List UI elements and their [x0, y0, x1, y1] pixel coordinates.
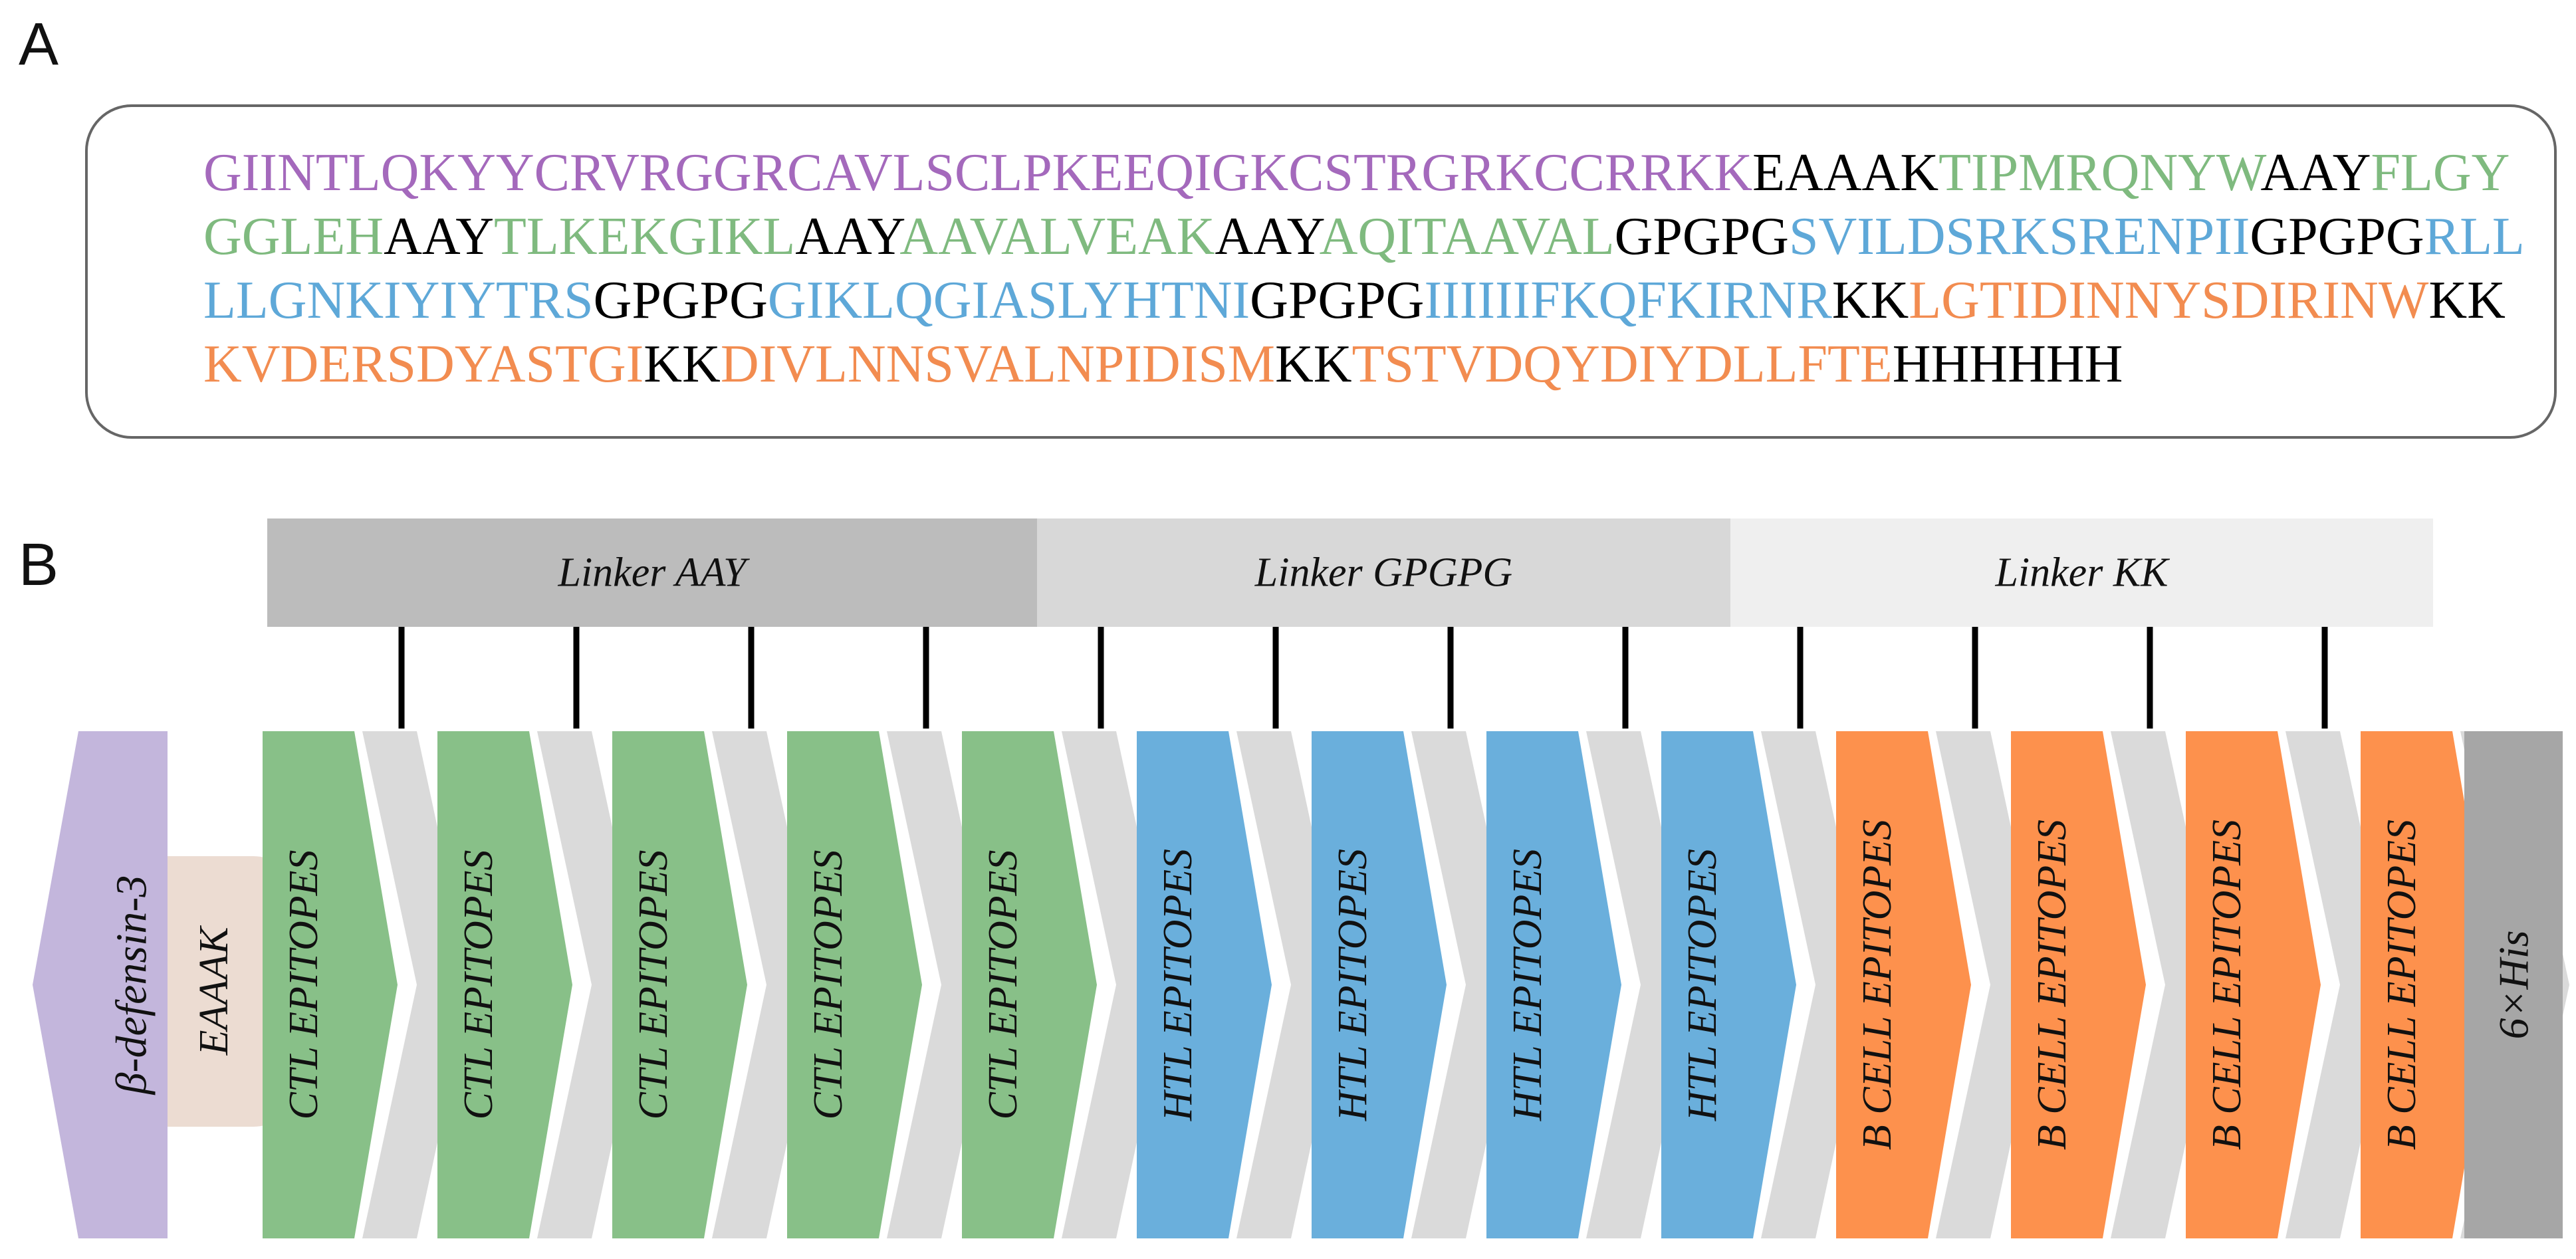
epitope-label: B CELL EPITOPES: [2379, 820, 2424, 1150]
sequence-segment: AAY: [795, 207, 900, 266]
panel-b-label: B: [19, 532, 59, 598]
sequence-box: [85, 104, 2557, 439]
sequence-segment: DIVLNNSVALNPIDISM: [720, 335, 1275, 394]
epitope-block: [1661, 731, 1796, 1238]
sequence-segment: TSTVDQYDIYDLLFTE: [1351, 335, 1893, 394]
epitope-label: CTL EPITOPES: [281, 850, 326, 1120]
epitope-block: [263, 731, 398, 1238]
epitope-label: B CELL EPITOPES: [1855, 820, 1900, 1150]
epitope-block: [787, 731, 922, 1238]
adjuvant-label: β-defensin-3: [108, 875, 156, 1096]
sequence-segment: TIPMRQNYW: [1938, 144, 2261, 202]
epitope-block: [962, 731, 1097, 1238]
epitope-label: HTL EPITOPES: [1155, 849, 1201, 1121]
epitope-block: [1486, 731, 1621, 1238]
sequence-segment: KK: [644, 335, 721, 394]
sequence-line: KVDERSDYASTGIKKDIVLNNSVALNPIDISMKKTSTVDQ…: [203, 332, 2525, 396]
sequence-segment: GPGPG: [2250, 207, 2424, 266]
his-tag-block: [2464, 731, 2563, 1238]
epitope-block: [1312, 731, 1447, 1238]
sequence-segment: AAY: [384, 207, 495, 266]
linker-header-segment: [1037, 518, 1730, 627]
sequence-segment: GPGPG: [1614, 207, 1789, 266]
sequence-segment: TLKEKGIKL: [494, 207, 796, 266]
epitope-block: [2186, 731, 2321, 1238]
epitope-label: CTL EPITOPES: [806, 850, 851, 1120]
sequence-segment: LGTIDINNYSDIRINW: [1909, 271, 2429, 330]
epitope-block: [612, 731, 747, 1238]
sequence-line: GGLEHAAYTLKEKGIKLAAYAAVALVEAKAAYAQITAAVA…: [203, 205, 2525, 269]
linker-header-segment: [267, 518, 1037, 627]
sequence-segment: SVILDSRKSRENPII: [1788, 207, 2250, 266]
sequence-segment: KK: [1831, 271, 1909, 330]
epitope-label: B CELL EPITOPES: [2204, 820, 2250, 1150]
linker-header-label: Linker GPGPG: [1254, 550, 1512, 596]
epitope-block: [437, 731, 572, 1238]
vaccine-sequence: GIINTLQKYYCRVRGGRCAVLSCLPKEEQIGKCSTRGRKC…: [203, 141, 2525, 396]
sequence-segment: GIINTLQKYYCRVRGGRCAVLSCLPKEEQIGKCSTRGRKC…: [203, 144, 1753, 202]
epitope-block: [2361, 731, 2496, 1238]
epitope-label: CTL EPITOPES: [631, 850, 676, 1120]
panel-a-label: A: [19, 11, 59, 78]
sequence-segment: FLGY: [2371, 144, 2510, 202]
sequence-segment: GPGPG: [593, 271, 768, 330]
sequence-segment: AAY: [1215, 207, 1320, 266]
sequence-segment: GPGPG: [1250, 271, 1425, 330]
sequence-segment: AAVALVEAK: [899, 207, 1215, 266]
sequence-segment: HHHHHH: [1892, 335, 2123, 394]
eaaak-linker-label: EAAAK: [191, 925, 237, 1056]
sequence-line: LLGNKIYIYTRSGPGPGGIKLQGIASLYHTNIGPGPGIII…: [203, 269, 2525, 332]
sequence-segment: RLL: [2424, 207, 2525, 266]
sequence-segment: GIKLQGIASLYHTNI: [767, 271, 1250, 330]
sequence-line: GIINTLQKYYCRVRGGRCAVLSCLPKEEQIGKCSTRGRKC…: [203, 141, 2525, 205]
linker-header-label: Linker AAY: [557, 550, 750, 596]
epitope-label: CTL EPITOPES: [456, 850, 501, 1120]
linker-header-segment: [1730, 518, 2433, 627]
epitope-label: HTL EPITOPES: [1505, 849, 1550, 1121]
his-tag-label: 6×His: [2490, 930, 2537, 1039]
sequence-segment: IIIIIIFKQFKIRNR: [1424, 271, 1832, 330]
epitope-block: [2011, 731, 2146, 1238]
sequence-segment: EAAAK: [1752, 144, 1939, 202]
adjuvant-block: [33, 731, 168, 1238]
epitope-label: B CELL EPITOPES: [2030, 820, 2075, 1150]
linker-header-label: Linker KK: [1994, 550, 2170, 596]
eaaak-linker-block: [168, 856, 283, 1127]
sequence-segment: KK: [1274, 335, 1352, 394]
sequence-segment: GGLEH: [203, 207, 384, 266]
epitope-block: [1137, 731, 1272, 1238]
epitope-label: HTL EPITOPES: [1330, 849, 1375, 1121]
epitope-label: HTL EPITOPES: [1680, 849, 1725, 1121]
sequence-segment: AQITAAVAL: [1319, 207, 1615, 266]
sequence-segment: KK: [2428, 271, 2506, 330]
sequence-segment: LLGNKIYIYTRS: [203, 271, 594, 330]
epitope-label: CTL EPITOPES: [981, 850, 1026, 1120]
sequence-segment: KVDERSDYASTGI: [203, 335, 644, 394]
sequence-segment: AAY: [2260, 144, 2371, 202]
epitope-block: [1836, 731, 1971, 1238]
